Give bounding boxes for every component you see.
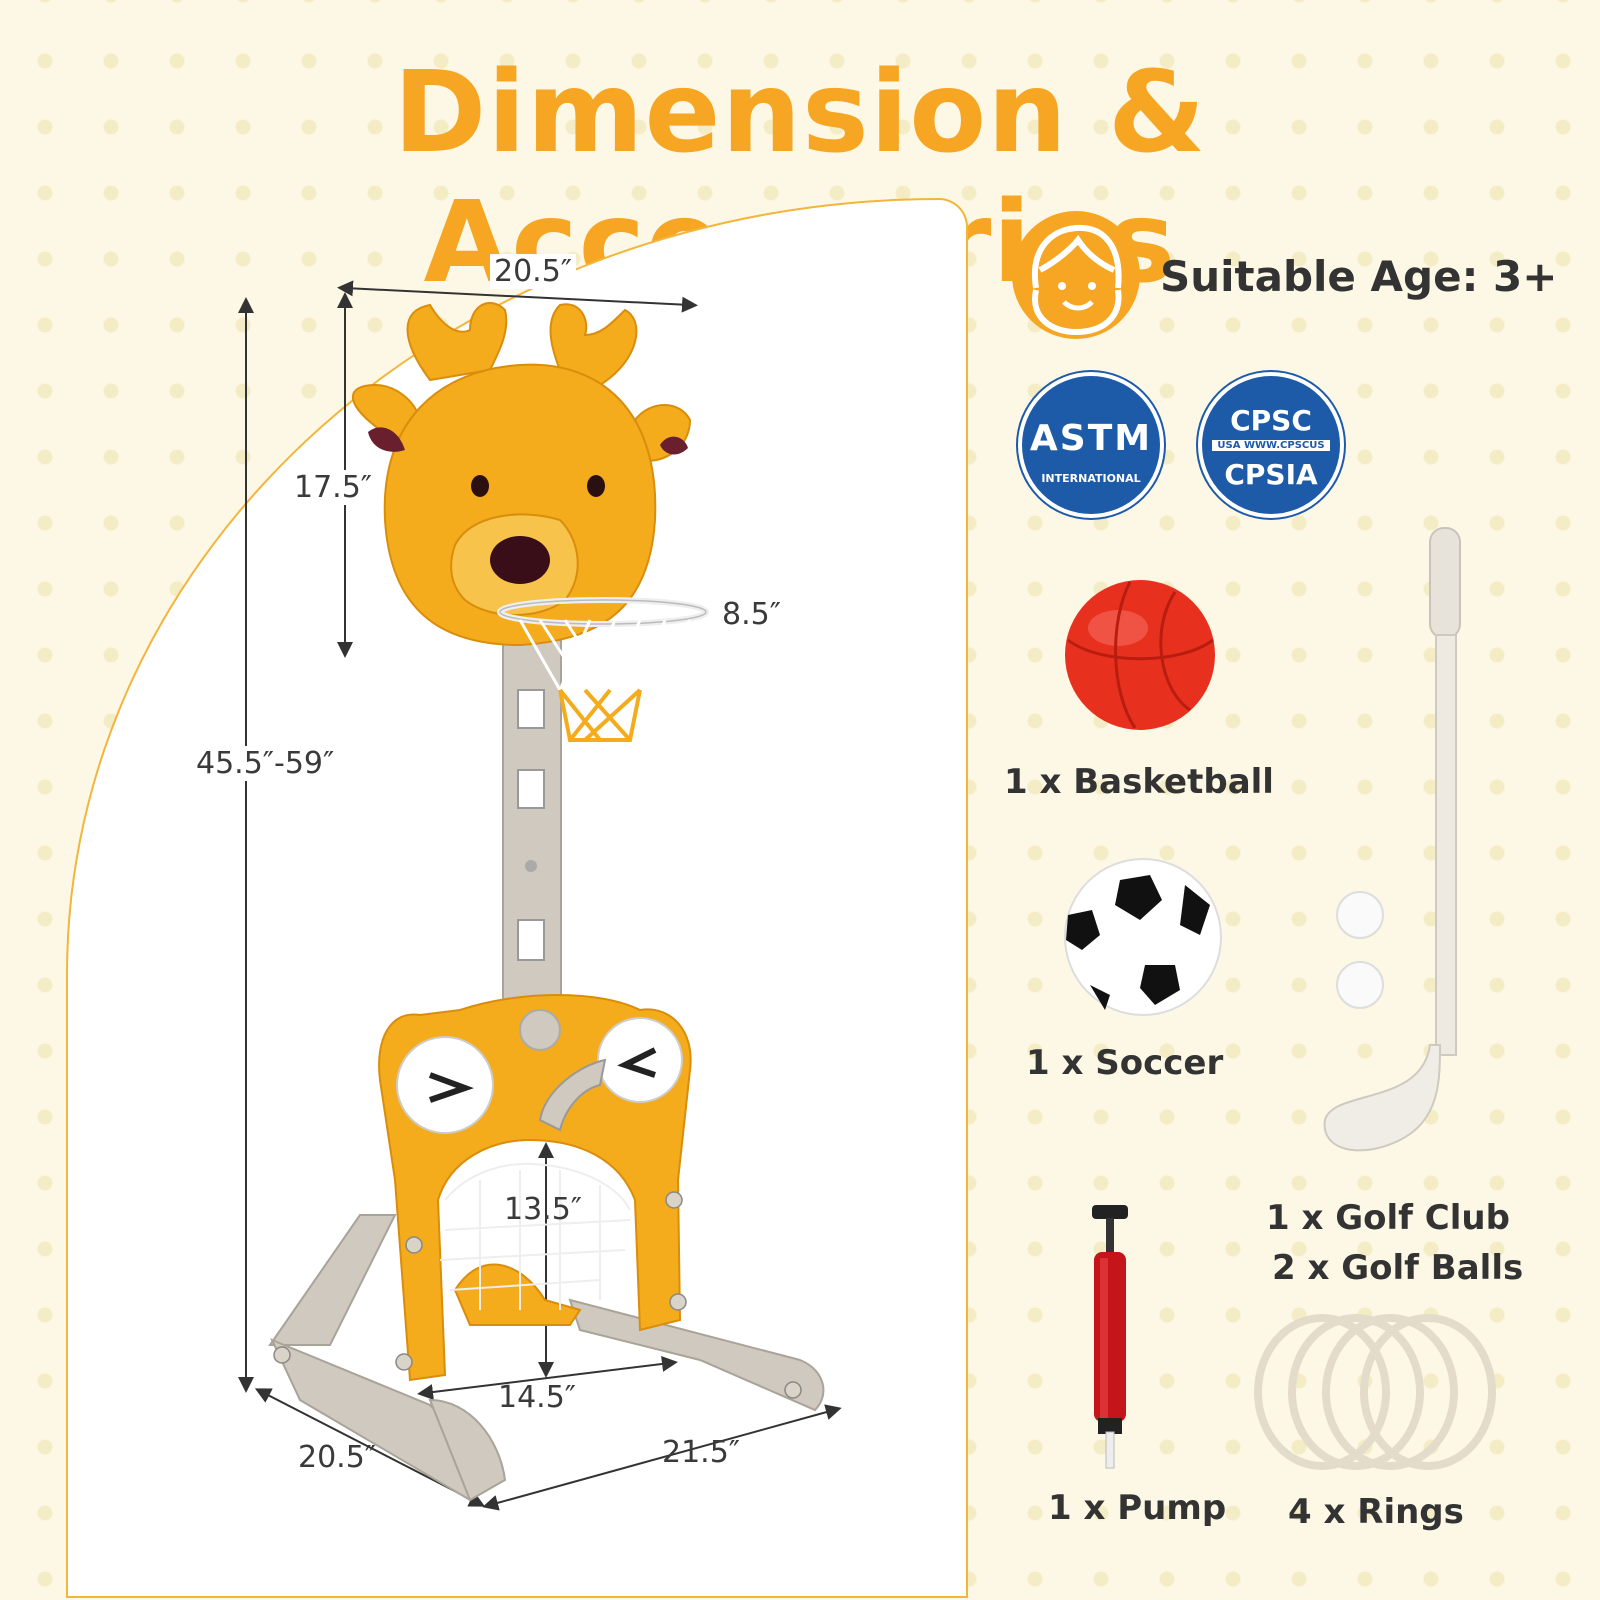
astm-badge-main: ASTM [1029, 418, 1153, 459]
hoop-net [518, 619, 692, 692]
toy-base [268, 1214, 825, 1502]
suitable-age-label: Suitable Age: 3+ [1160, 252, 1558, 301]
cpsc-badge-bottom: CPSIA [1224, 458, 1318, 491]
dim-goal-width: 14.5″ [498, 1380, 577, 1415]
dim-total-height: 45.5″-59″ [192, 746, 339, 781]
dim-line-top-width [337, 280, 698, 313]
dim-line-goal-width [417, 1356, 678, 1400]
accessory-golf-club-label: 1 x Golf Club [1266, 1198, 1510, 1238]
dim-base-depth: 20.5″ [298, 1440, 377, 1475]
accessory-golf-balls-label: 2 x Golf Balls [1272, 1248, 1524, 1288]
dim-base-width: 21.5″ [662, 1435, 741, 1470]
accessory-rings-label: 4 x Rings [1288, 1492, 1464, 1532]
dim-line-base-width [482, 1404, 842, 1511]
scoreboard-left [396, 1036, 494, 1134]
cpsc-badge-mid: USA WWW.CPSCUS [1212, 440, 1330, 451]
cpsc-badge-top: CPSC [1230, 404, 1312, 437]
dim-hoop-diameter: 8.5″ [722, 597, 781, 632]
dim-top-width: 20.5″ [490, 254, 577, 289]
astm-badge: ASTM INTERNATIONAL [1018, 372, 1164, 518]
cpsc-badge: CPSC USA WWW.CPSCUS CPSIA [1198, 372, 1344, 518]
dim-goal-height: 13.5″ [504, 1192, 583, 1227]
accessory-pump-label: 1 x Pump [1048, 1488, 1227, 1528]
accessory-basketball-label: 1 x Basketball [1004, 762, 1274, 802]
astm-badge-sub: INTERNATIONAL [1041, 472, 1141, 485]
dim-board-height: 17.5″ [290, 470, 377, 505]
accessory-soccer-label: 1 x Soccer [1026, 1043, 1224, 1083]
goal-net [439, 1162, 631, 1310]
